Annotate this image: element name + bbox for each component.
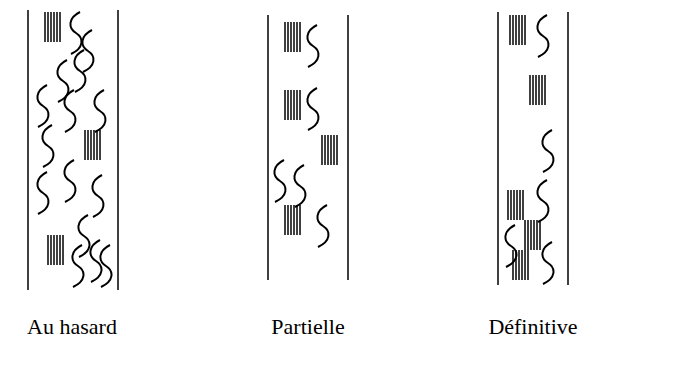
partial-arrangement bbox=[274, 22, 337, 247]
caption-label: Au hasard bbox=[27, 314, 117, 340]
final-arrangement bbox=[505, 15, 553, 284]
channel-wall bbox=[28, 10, 568, 290]
caption-label: Définitive bbox=[488, 314, 577, 340]
caption-label: Partielle bbox=[271, 314, 344, 340]
random-arrangement bbox=[37, 12, 111, 287]
